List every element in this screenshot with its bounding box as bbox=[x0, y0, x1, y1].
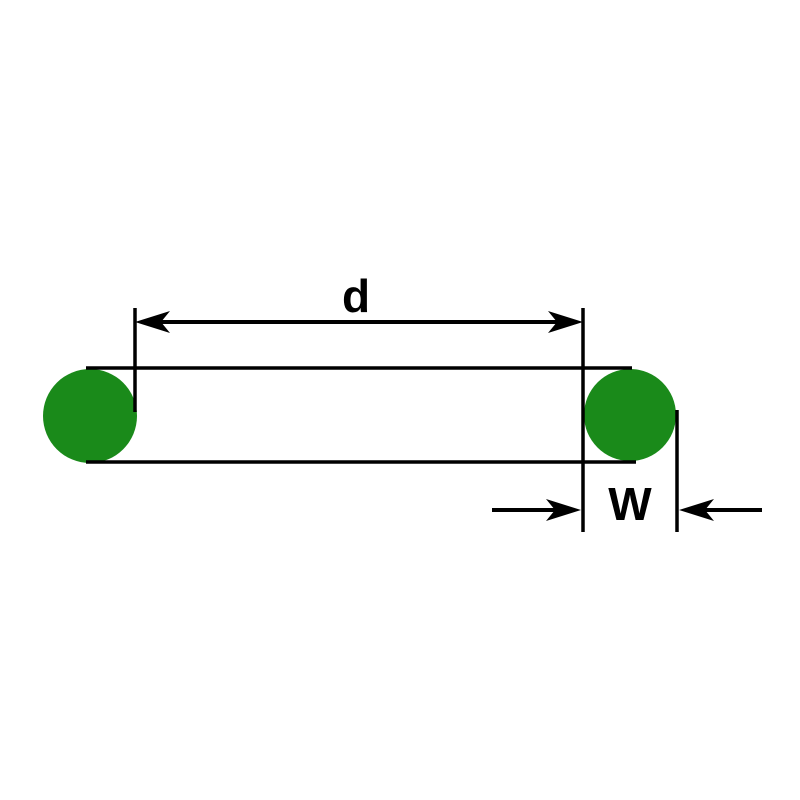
d-dimension-label: d bbox=[342, 270, 370, 322]
w-arrowhead-right-icon bbox=[679, 499, 714, 521]
d-arrowhead-right-icon bbox=[548, 311, 583, 333]
w-dimension-label: W bbox=[608, 478, 652, 530]
oring-cross-section-left bbox=[43, 369, 137, 463]
d-arrowhead-left-icon bbox=[135, 311, 170, 333]
oring-cross-section-right bbox=[584, 369, 676, 461]
w-arrowhead-left-icon bbox=[546, 499, 581, 521]
